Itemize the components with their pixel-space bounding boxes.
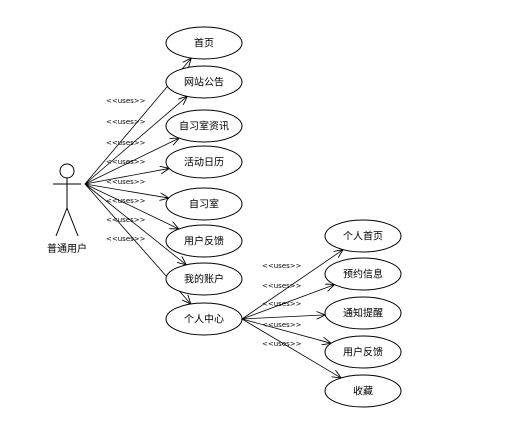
uses-stereotype-label: <<uses>> (106, 97, 146, 105)
association-activity-calendar (84, 168, 169, 185)
use-case-personal-center[interactable]: 个人中心 (165, 302, 243, 336)
use-case-ellipse[interactable] (165, 26, 243, 60)
stereotype-labels: <<uses>> <<uses>> <<uses>> <<uses>> <<uses>>… (106, 97, 302, 348)
use-case-ellipse[interactable] (324, 296, 402, 330)
uses-stereotype-label: <<uses>> (106, 216, 146, 224)
association-personal-home (241, 250, 343, 320)
uses-stereotype-label: <<uses>> (106, 178, 146, 186)
use-case-booking-info[interactable]: 预约信息 (324, 257, 402, 291)
association-announcements (84, 96, 187, 185)
actor-right-leg (66, 207, 79, 237)
use-case-study-room-info[interactable]: 自习室资讯 (165, 109, 243, 143)
use-case-label: 活动日历 (184, 157, 224, 169)
use-case-ellipse[interactable] (165, 224, 243, 258)
use-case-my-account[interactable]: 我的账户 (165, 262, 243, 296)
use-case-ellipse[interactable] (324, 374, 402, 408)
use-case-label: 个人首页 (343, 230, 383, 243)
association-user-feedback (84, 183, 179, 229)
use-cases: 首页网站公告自习室资讯活动日历自习室用户反馈我的账户个人中心个人首页预约信息通知… (165, 26, 402, 408)
association-my-account (84, 183, 186, 265)
use-case-ellipse[interactable] (165, 262, 243, 296)
association-booking-info (241, 285, 335, 320)
use-case-ellipse[interactable] (165, 302, 243, 336)
use-case-label: 网站公告 (184, 76, 224, 89)
association-favorites (241, 318, 341, 378)
use-case-sub-user-feedback[interactable]: 用户反馈 (324, 335, 402, 369)
association-notifications (241, 315, 325, 320)
uses-stereotype-label: <<uses>> (106, 139, 146, 147)
use-case-ellipse[interactable] (165, 145, 243, 179)
use-case-activity-calendar[interactable]: 活动日历 (165, 145, 243, 179)
use-case-favorites[interactable]: 收藏 (324, 374, 402, 408)
use-case-ellipse[interactable] (165, 109, 243, 143)
association-study-room-info (84, 138, 179, 185)
uses-stereotype-label: <<uses>> (262, 262, 302, 270)
use-case-label: 通知提醒 (343, 307, 383, 320)
use-case-label: 收藏 (353, 385, 373, 398)
use-case-label: 用户反馈 (184, 235, 224, 248)
uses-stereotype-label: <<uses>> (262, 282, 302, 290)
actor-name: 普通用户 (47, 242, 87, 255)
use-case-study-room[interactable]: 自习室 (165, 187, 243, 221)
use-case-label: 首页 (194, 37, 214, 50)
use-case-label: 用户反馈 (343, 346, 383, 359)
use-case-ellipse[interactable] (324, 219, 402, 253)
use-case-user-feedback[interactable]: 用户反馈 (165, 224, 243, 258)
actor-head (59, 163, 75, 179)
association-sub-user-feedback (241, 318, 331, 343)
use-case-label: 自习室资讯 (179, 120, 229, 133)
use-case-label: 预约信息 (343, 268, 383, 281)
actor-left-leg (55, 207, 68, 237)
uses-stereotype-label: <<uses>> (106, 158, 146, 166)
use-case-label: 自习室 (189, 198, 219, 211)
uses-stereotype-label: <<uses>> (262, 300, 302, 308)
uses-stereotype-label: <<uses>> (106, 118, 146, 126)
use-case-ellipse[interactable] (324, 257, 402, 291)
use-case-home[interactable]: 首页 (165, 26, 243, 60)
use-case-announcements[interactable]: 网站公告 (165, 65, 243, 99)
actor-figure: 普通用户 (47, 163, 87, 255)
use-case-label: 个人中心 (184, 313, 224, 326)
association-study-room (84, 183, 169, 198)
use-case-ellipse[interactable] (324, 335, 402, 369)
uses-stereotype-label: <<uses>> (106, 197, 146, 205)
uses-stereotype-label: <<uses>> (106, 235, 146, 243)
uses-stereotype-label: <<uses>> (262, 340, 302, 348)
use-case-personal-home[interactable]: 个人首页 (324, 219, 402, 253)
use-case-notifications[interactable]: 通知提醒 (324, 296, 402, 330)
use-case-label: 我的账户 (184, 273, 224, 286)
use-case-ellipse[interactable] (165, 65, 243, 99)
uses-stereotype-label: <<uses>> (262, 321, 302, 329)
use-case-ellipse[interactable] (165, 187, 243, 221)
